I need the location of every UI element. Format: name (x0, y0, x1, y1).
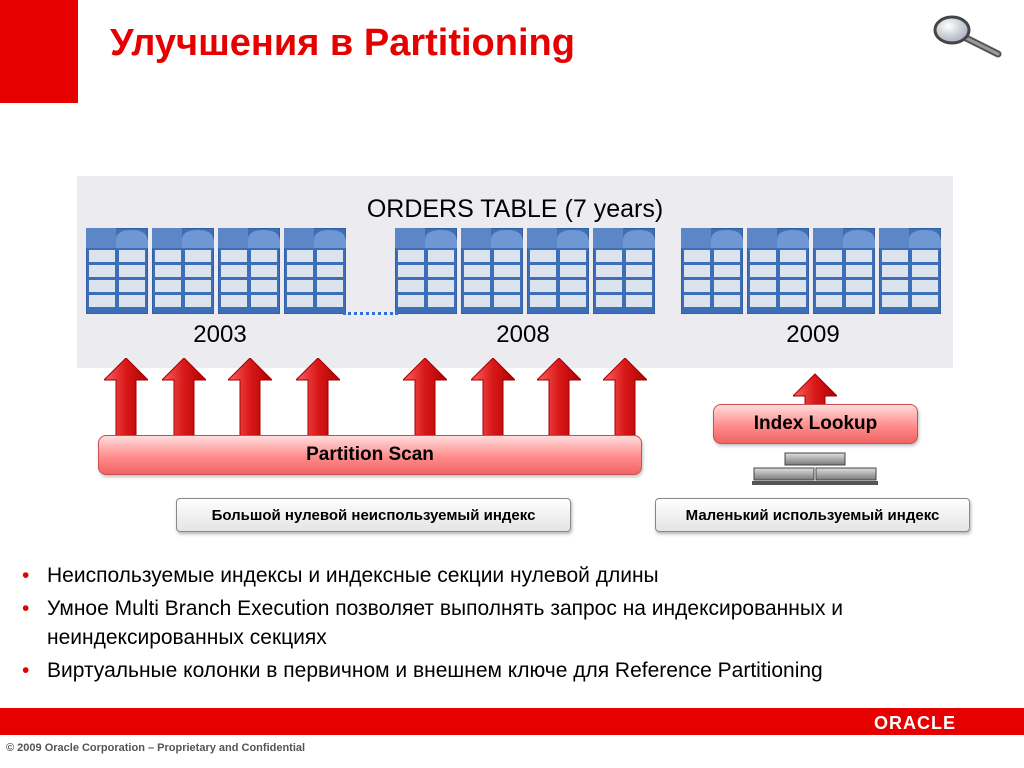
year-label-2003: 2003 (193, 321, 247, 348)
orders-table-heading: ORDERS TABLE (7 years) (366, 195, 664, 223)
small-index-caption: Маленький используемый индекс (655, 498, 970, 532)
table-icon (879, 228, 941, 314)
year-label-2008: 2008 (496, 321, 550, 348)
table-icon (747, 228, 809, 314)
header-accent-block (0, 0, 78, 103)
table-icon (527, 228, 589, 314)
up-arrow-icon (471, 358, 515, 438)
table-icon (593, 228, 655, 314)
up-arrow-icon (296, 358, 340, 438)
table-icon (284, 228, 346, 314)
copyright-notice: © 2009 Oracle Corporation – Proprietary … (6, 742, 306, 754)
table-icon (461, 228, 523, 314)
footer-bar: ORACLE (0, 708, 1024, 735)
up-arrow-icon (104, 358, 148, 438)
up-arrow-icon (228, 358, 272, 438)
bullet-item: Виртуальные колонки в первичном и внешне… (22, 656, 1017, 685)
partition-scan-bar: Partition Scan (98, 435, 642, 475)
oracle-logo: ORACLE (874, 713, 956, 733)
table-icon (395, 228, 457, 314)
table-icon (86, 228, 148, 314)
partition-gap-dotted-line (343, 312, 398, 315)
year-label-2009: 2009 (786, 321, 840, 348)
up-arrow-icon (537, 358, 581, 438)
table-icon (218, 228, 280, 314)
table-icon (152, 228, 214, 314)
page-title: Улучшения в Partitioning (110, 22, 575, 64)
magnifying-glass-icon (933, 15, 1002, 58)
table-icon (681, 228, 743, 314)
index-lookup-box: Index Lookup (713, 404, 918, 444)
index-blocks-icon (752, 452, 878, 485)
up-arrow-icon (403, 358, 447, 438)
bullet-item: Неиспользуемые индексы и индексные секци… (22, 561, 1017, 590)
bullet-list: Неиспользуемые индексы и индексные секци… (22, 561, 1017, 689)
bullet-item: Умное Multi Branch Execution позволяет в… (22, 594, 1017, 652)
table-icon (813, 228, 875, 314)
large-index-caption: Большой нулевой неиспользуемый индекс (176, 498, 571, 532)
up-arrow-icon (603, 358, 647, 438)
up-arrow-icon (162, 358, 206, 438)
